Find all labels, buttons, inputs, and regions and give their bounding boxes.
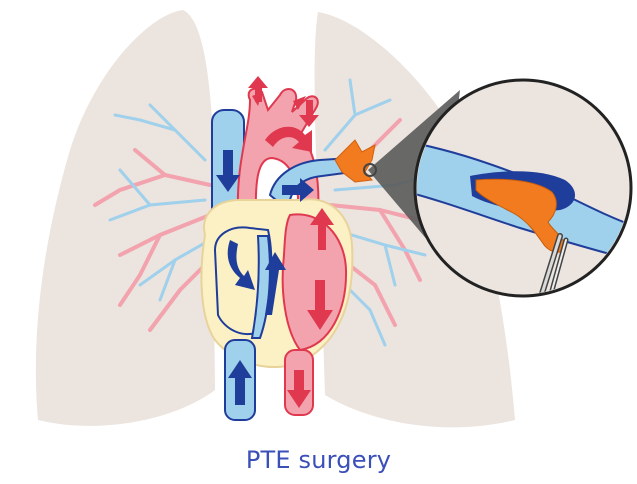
figure-caption: PTE surgery	[0, 446, 637, 474]
left-lung	[36, 10, 215, 426]
